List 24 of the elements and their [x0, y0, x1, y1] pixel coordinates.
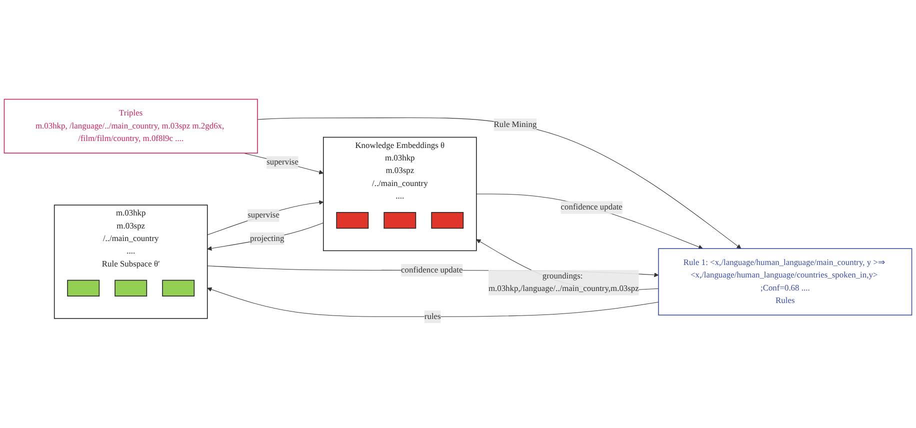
edge-label: projecting	[250, 234, 284, 243]
edge-label: confidence update	[560, 202, 622, 212]
node-bar	[162, 280, 195, 296]
edge-label: confidence update	[401, 265, 463, 274]
edge-label: Rule Mining	[494, 120, 537, 129]
node-bar	[336, 212, 369, 229]
arrow	[243, 152, 324, 174]
node-box: Triples m.03hkp, /language/../main_country, m.03spz m.2gd6x, /film/film/country, m.0f8l9c ....	[4, 98, 258, 154]
cluster: m.03hkp m.03spz /../main_country .... Rule Subspace θ′	[54, 204, 208, 319]
arrow	[476, 194, 703, 250]
cluster: Knowledge Embeddings θ m.03hkp m.03spz /../main_country ....	[323, 136, 477, 252]
edge-label: supervise	[266, 158, 298, 167]
arrow	[207, 200, 324, 236]
node-bar	[384, 212, 416, 229]
arrow	[257, 117, 742, 249]
edge-label: groundings: m.03hkp,/language/../main_country,m.03spz	[488, 272, 639, 294]
edge-label: rules	[424, 312, 441, 321]
arrow	[207, 222, 324, 251]
node-bar	[67, 280, 100, 296]
node-bar	[431, 212, 464, 229]
edge-label: supervise	[248, 210, 280, 220]
node-box: Rule 1: <x,/language/human_language/main_country, y >⇒ <x,/language/human_language/countries_spoken_in,y> ;Conf=0.68 .... Rules	[658, 248, 912, 316]
arrow	[207, 287, 659, 317]
node-bar	[114, 280, 148, 296]
